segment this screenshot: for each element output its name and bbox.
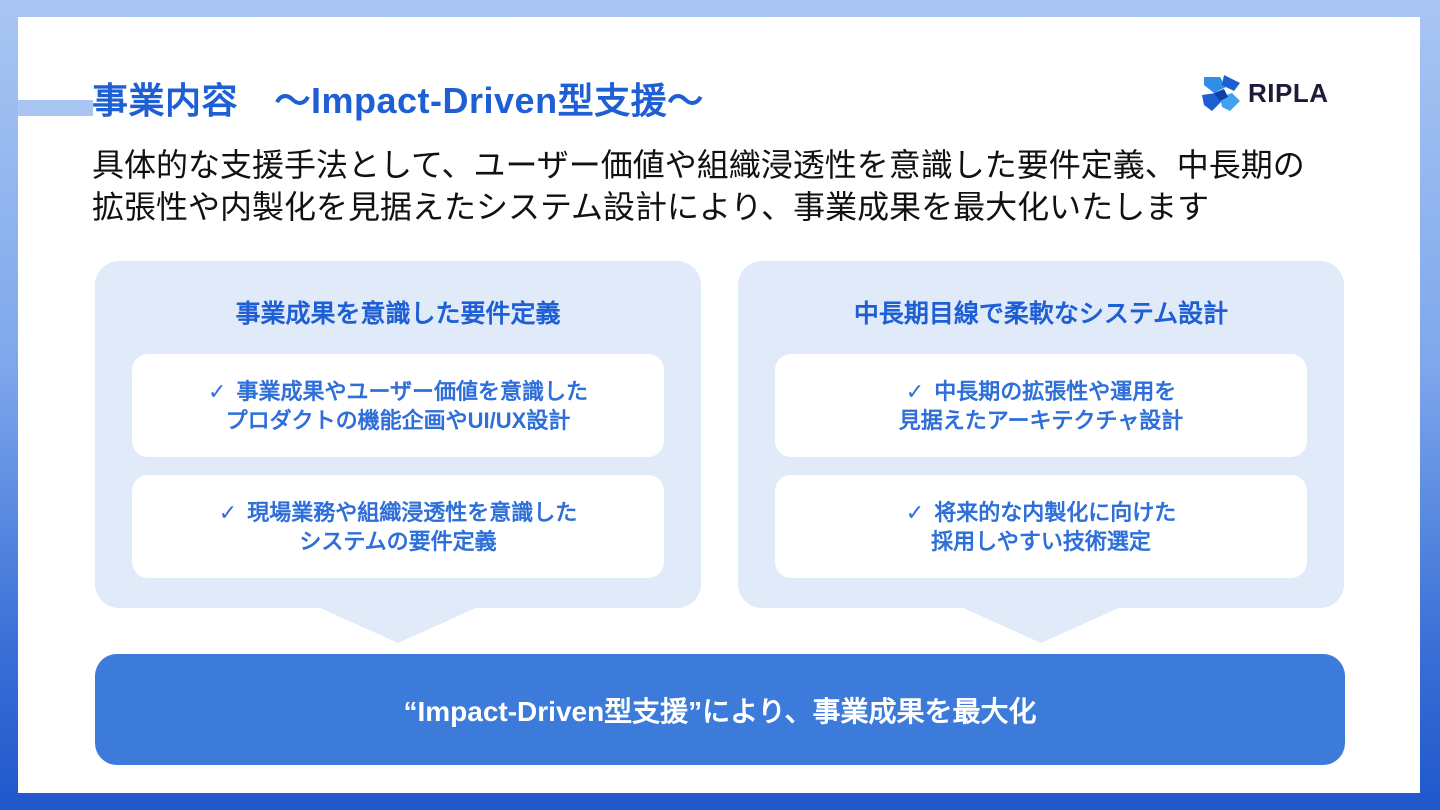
item-line-2: プロダクトの機能企画やUI/UX設計 [225, 407, 571, 433]
item-line-1: 事業成果やユーザー価値を意識した [236, 378, 588, 404]
item-line-1: 中長期の拡張性や運用を [934, 378, 1177, 404]
lead-line-1: 具体的な支援手法として、ユーザー価値や組織浸透性を意識した要件定義、中長期の [92, 147, 1305, 183]
item-line-2: 見据えたアーキテクチャ設計 [898, 407, 1184, 433]
item-line-1: 将来的な内製化に向けた [934, 499, 1177, 525]
card-pointer-arrow [961, 607, 1121, 643]
check-icon: ✓ [218, 499, 238, 525]
company-logo: RIPLA [1200, 70, 1329, 116]
lead-line-2: 拡張性や内製化を見据えたシステム設計により、事業成果を最大化いたします [92, 189, 1210, 225]
check-icon: ✓ [905, 499, 925, 525]
card-item: ✓ 将来的な内製化に向けた 採用しやすい技術選定 [775, 475, 1307, 578]
title-accent-bar [18, 100, 93, 116]
card-item: ✓ 事業成果やユーザー価値を意識した プロダクトの機能企画やUI/UX設計 [132, 354, 664, 457]
check-icon: ✓ [905, 378, 925, 404]
page-title: 事業内容 ～Impact-Driven型支援～ [92, 80, 704, 121]
item-line-2: システムの要件定義 [299, 528, 497, 554]
logo-text: RIPLA [1248, 77, 1329, 108]
card-item: ✓ 現場業務や組織浸透性を意識した システムの要件定義 [132, 475, 664, 578]
banner-text: “Impact-Driven型支援”により、事業成果を最大化 [403, 695, 1037, 727]
lead-text: 具体的な支援手法として、ユーザー価値や組織浸透性を意識した要件定義、中長期の 拡… [92, 144, 1342, 228]
card-system-design: 中長期目線で柔軟なシステム設計 ✓ 中長期の拡張性や運用を 見据えたアーキテクチャ… [738, 261, 1344, 608]
item-line-2: 採用しやすい技術選定 [931, 528, 1151, 554]
card-heading: 事業成果を意識した要件定義 [235, 300, 561, 328]
card-item: ✓ 中長期の拡張性や運用を 見据えたアーキテクチャ設計 [775, 354, 1307, 457]
check-icon: ✓ [208, 378, 227, 404]
card-pointer-arrow [318, 607, 478, 643]
card-heading: 中長期目線で柔軟なシステム設計 [853, 300, 1229, 328]
card-requirements: 事業成果を意識した要件定義 ✓ 事業成果やユーザー価値を意識した プロダクトの機能… [95, 261, 701, 608]
conclusion-banner: “Impact-Driven型支援”により、事業成果を最大化 [95, 654, 1345, 765]
item-line-1: 現場業務や組織浸透性を意識した [247, 499, 578, 525]
ripla-logo-icon [1200, 71, 1244, 115]
